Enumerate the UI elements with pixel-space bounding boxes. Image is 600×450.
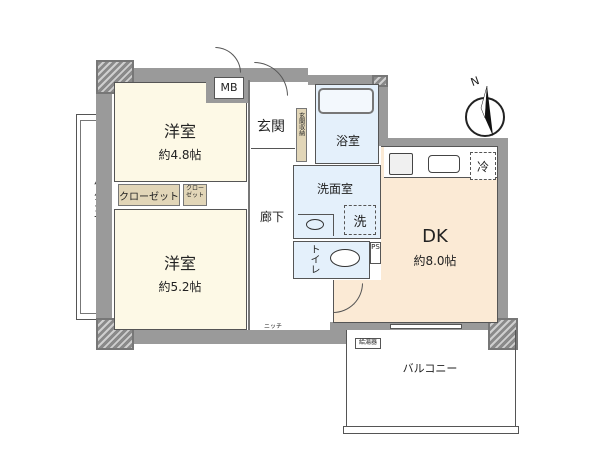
wall xyxy=(308,75,388,85)
closet-small-label: クローゼット xyxy=(185,185,204,199)
dk-size: 約8.0帖 xyxy=(413,254,457,268)
dining-kitchen-lower xyxy=(333,280,383,323)
western-room-1-size: 約4.8帖 xyxy=(158,148,202,162)
stove-icon xyxy=(389,153,413,175)
south-balcony-label: バルコニー xyxy=(402,362,458,375)
wall xyxy=(378,75,388,145)
fridge-space xyxy=(470,152,496,180)
entrance-storage-label: 玄関収納 xyxy=(297,112,305,136)
mb-door[interactable] xyxy=(215,47,241,73)
closet-label: クローゼット xyxy=(119,192,179,203)
water-heater-label: 給湯器 xyxy=(358,339,377,346)
pillar-se xyxy=(488,318,518,350)
western-room-2-name: 洋室 xyxy=(163,254,196,273)
niche-label: ニッチ xyxy=(263,323,282,330)
western-room-2 xyxy=(114,209,247,330)
kitchen-sink-icon xyxy=(428,155,460,173)
sink xyxy=(298,214,334,236)
mb-box-inner xyxy=(214,77,244,99)
toilet-bowl-icon xyxy=(330,249,360,267)
hallway xyxy=(248,80,294,330)
compass-needle-icon xyxy=(480,85,493,136)
wall xyxy=(96,68,112,350)
entrance-step xyxy=(251,148,295,149)
hallway-label: 廊下 xyxy=(259,210,284,224)
washroom xyxy=(293,165,381,239)
western-room-2-size: 約5.2帖 xyxy=(158,280,202,294)
western-room-1-name: 洋室 xyxy=(163,122,196,141)
wall xyxy=(96,330,346,344)
bathtub xyxy=(318,88,374,114)
ps-label: PS xyxy=(371,243,380,251)
water-heater xyxy=(355,338,381,349)
entrance-storage[interactable] xyxy=(296,108,307,162)
washer-space xyxy=(344,205,376,235)
wall xyxy=(378,138,506,146)
sink-basin-icon xyxy=(306,219,324,230)
ps-box xyxy=(370,242,381,264)
washer-label: 洗 xyxy=(353,215,367,230)
sliding-window[interactable] xyxy=(390,324,462,329)
bathroom-label: 浴室 xyxy=(335,134,360,148)
toilet-label: トイレ xyxy=(308,244,319,274)
washroom-label: 洗面室 xyxy=(316,182,353,196)
fridge-label: 冷 xyxy=(476,160,489,174)
south-balcony-rail xyxy=(343,426,519,434)
closet-small[interactable] xyxy=(183,184,207,206)
wall xyxy=(498,138,508,328)
west-balcony-rail xyxy=(80,120,96,314)
closet[interactable] xyxy=(118,184,180,206)
entrance-label: 玄関 xyxy=(257,119,285,135)
west-balcony xyxy=(76,114,98,320)
mb-label: MB xyxy=(220,81,238,94)
dk-name: DK xyxy=(422,226,448,247)
